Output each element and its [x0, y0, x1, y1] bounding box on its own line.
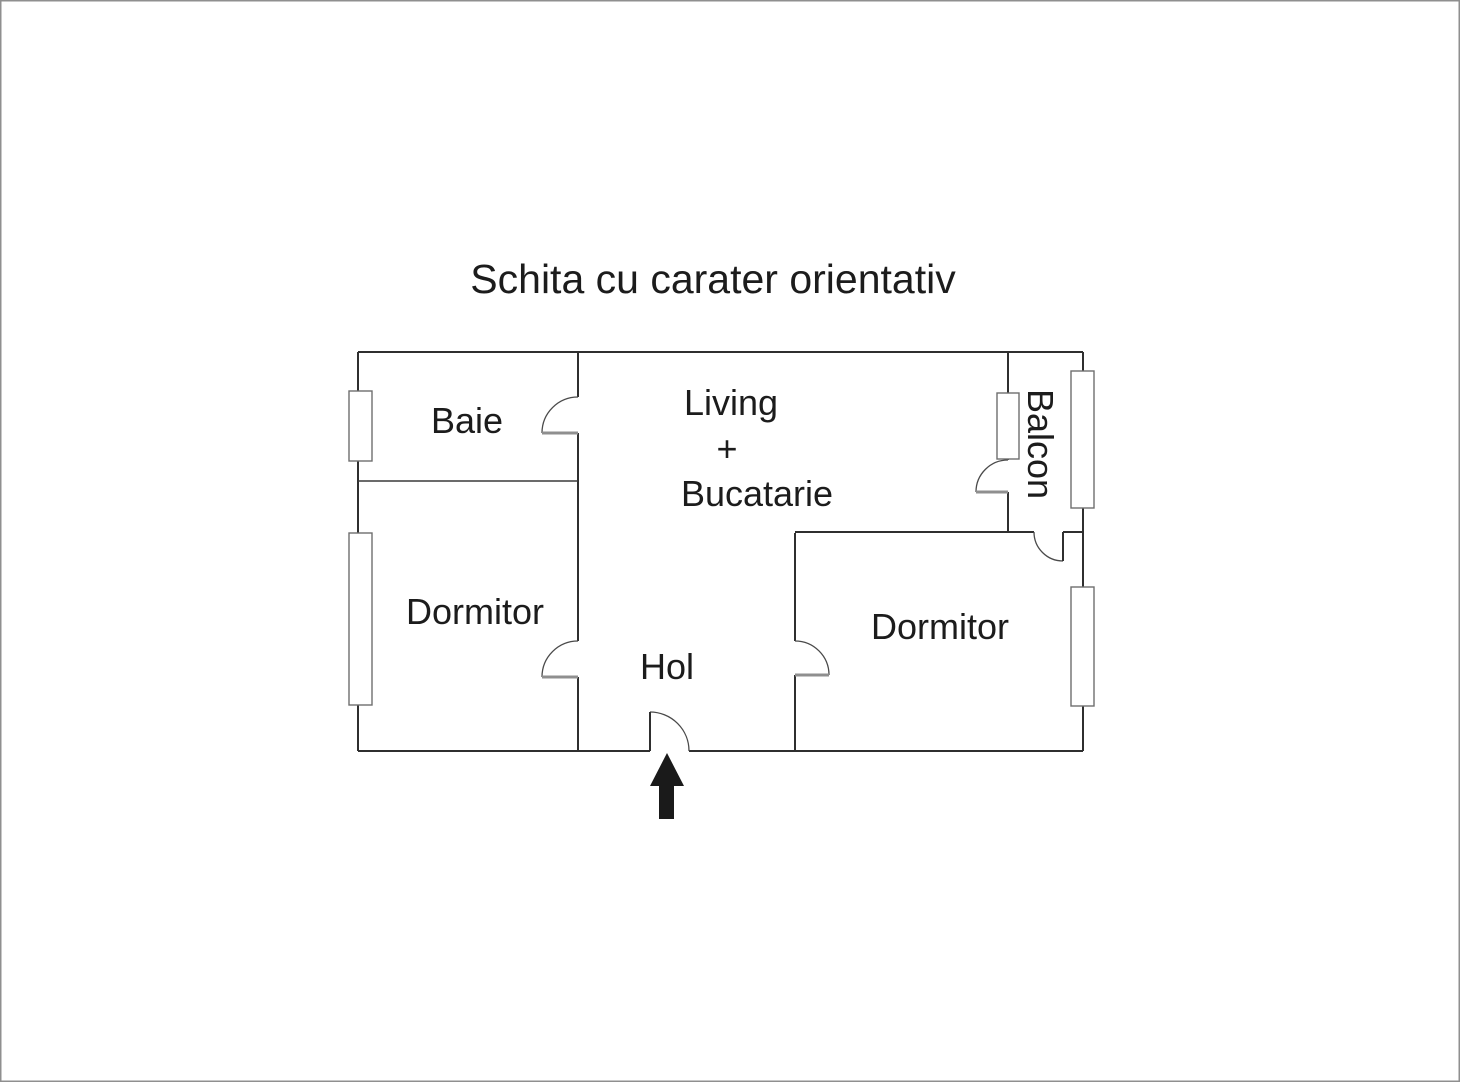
label-balcon: Balcon	[1020, 389, 1061, 499]
entrance-arrow-icon	[650, 753, 684, 819]
door-arc-baie	[541, 396, 579, 434]
label-bucatarie: Bucatarie	[681, 473, 833, 514]
door-arc-balcon-living	[975, 459, 1009, 493]
door-arc-dormitor-left	[541, 640, 579, 678]
label-hol: Hol	[640, 646, 694, 687]
door-arc-dormitor-right	[794, 640, 830, 676]
label-dormitor-left: Dormitor	[406, 591, 544, 632]
label-living: Living	[684, 382, 778, 423]
window-balcon-inner	[996, 392, 1020, 460]
window-dormitor-left	[348, 532, 373, 706]
window-balcon-outer	[1070, 370, 1095, 509]
label-baie: Baie	[431, 400, 503, 441]
plan-title: Schita cu carater orientativ	[470, 256, 956, 302]
label-dormitor-right: Dormitor	[871, 606, 1009, 647]
door-arc-entrance	[649, 711, 690, 752]
label-plus: +	[716, 428, 737, 469]
window-baie	[348, 390, 373, 462]
door-arc-balcon-dormitor	[1033, 531, 1064, 562]
window-dormitor-right	[1070, 586, 1095, 707]
